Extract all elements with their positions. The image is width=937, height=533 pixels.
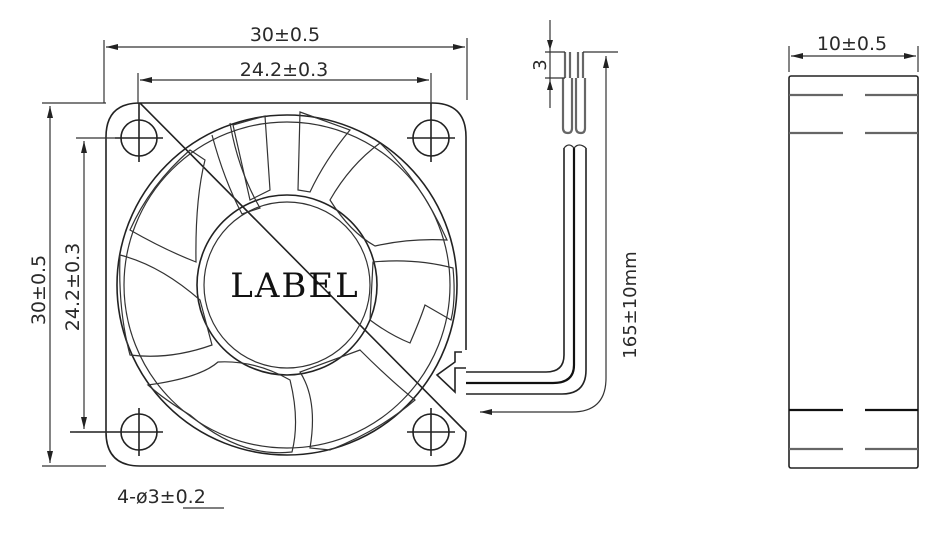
front-dimensions: 30±0.5 24.2±0.3 30±0.5 24.2±0.3 4-ø3±0.2 (28, 24, 468, 509)
fan-blade (211, 122, 261, 215)
hole-spacing-width-dimension: 24.2±0.3 (240, 59, 328, 81)
fan-blade (299, 349, 416, 451)
mounting-hole-note: 4-ø3±0.2 (117, 486, 206, 508)
fan-frame-outline (105, 102, 467, 467)
venturi-ring-inner (123, 121, 451, 449)
hole-spacing-height-dimension: 24.2±0.3 (62, 243, 84, 331)
thickness-dimension: 10±0.5 (817, 33, 887, 55)
hub-inner (203, 201, 371, 369)
fan-blade (119, 254, 213, 357)
mounting-hole-bottom-right (407, 408, 455, 456)
fan-blade (232, 115, 271, 201)
wire-black (466, 148, 576, 385)
strip-length-dimension: 3 (530, 59, 551, 70)
fan-blade (369, 260, 455, 344)
side-view-outline (788, 75, 919, 469)
mounting-hole-top-left (115, 103, 163, 162)
overall-width-dimension: 30±0.5 (250, 24, 320, 46)
lead-wires: 165±10mm 3 (466, 20, 641, 415)
hub-outer (196, 194, 378, 376)
fan-blade (129, 149, 206, 263)
side-view: 10±0.5 (788, 33, 919, 469)
wire-red (466, 148, 565, 373)
fan-blade (297, 111, 352, 193)
mounting-hole-top-right (407, 103, 455, 162)
fan-blade (329, 142, 448, 247)
hub-label: LABEL (230, 266, 360, 306)
airflow-arrow-icon (435, 351, 466, 394)
overall-height-dimension: 30±0.5 (28, 255, 50, 325)
wire-length-dimension: 165±10mm (620, 251, 641, 358)
fan-blade (146, 361, 297, 454)
fan-blades (119, 111, 455, 454)
front-view: LABEL (70, 102, 467, 467)
venturi-ring-outer (116, 114, 458, 456)
